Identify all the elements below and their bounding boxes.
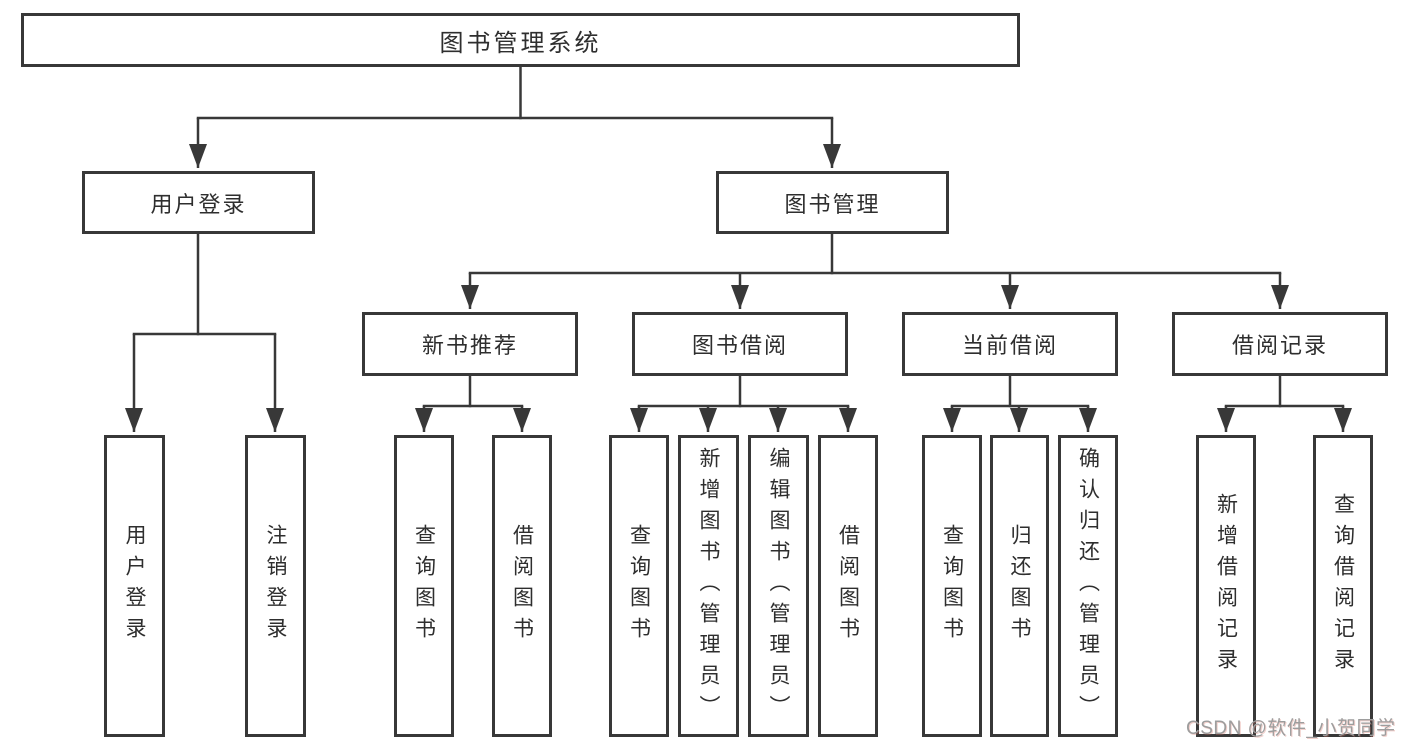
leaf-edit-books-admin: 编辑图书（管理员） <box>748 435 809 737</box>
leaf-label: 用户登录 <box>123 524 146 648</box>
node-label: 新书推荐 <box>421 333 518 358</box>
node-label: 当前借阅 <box>961 333 1058 358</box>
leaf-label: 注销登录 <box>264 524 287 648</box>
leaf-user-login: 用户登录 <box>104 435 165 737</box>
leaf-label: 查询图书 <box>627 524 651 648</box>
leaf-borrow-books-recommend: 借阅图书 <box>492 435 552 737</box>
leaf-query-books-recommend: 查询图书 <box>394 435 454 737</box>
node-label: 图书借阅 <box>691 333 788 358</box>
leaf-add-borrow-record: 新增借阅记录 <box>1196 435 1256 737</box>
leaf-label: 查询借阅记录 <box>1331 493 1355 679</box>
leaf-label: 编辑图书（管理员） <box>767 446 790 726</box>
node-current-borrowing: 当前借阅 <box>902 312 1118 376</box>
leaf-confirm-return-admin: 确认归还（管理员） <box>1058 435 1118 737</box>
node-borrowing-records: 借阅记录 <box>1172 312 1388 376</box>
leaf-query-borrow-record: 查询借阅记录 <box>1313 435 1373 737</box>
leaf-return-books: 归还图书 <box>990 435 1049 737</box>
leaf-label: 借阅图书 <box>836 524 860 648</box>
leaf-label: 归还图书 <box>1008 524 1031 648</box>
node-label: 借阅记录 <box>1231 333 1328 358</box>
node-label: 用户登录 <box>150 191 247 217</box>
node-book-management: 图书管理 <box>716 171 949 234</box>
leaf-add-books-admin: 新增图书（管理员） <box>678 435 739 737</box>
leaf-query-books-borrow: 查询图书 <box>609 435 669 737</box>
node-label: 图书管理系统 <box>439 29 602 57</box>
node-library-management-system: 图书管理系统 <box>21 13 1020 67</box>
node-book-borrowing: 图书借阅 <box>632 312 848 376</box>
leaf-logout: 注销登录 <box>245 435 306 737</box>
leaf-label: 查询图书 <box>412 524 436 648</box>
leaf-label: 查询图书 <box>940 524 964 648</box>
leaf-label: 确认归还（管理员） <box>1076 446 1100 726</box>
leaf-label: 新增借阅记录 <box>1214 493 1238 679</box>
leaf-borrow-books: 借阅图书 <box>818 435 878 737</box>
node-user-login: 用户登录 <box>82 171 315 234</box>
leaf-query-books-current: 查询图书 <box>922 435 982 737</box>
node-new-book-recommendation: 新书推荐 <box>362 312 578 376</box>
leaf-label: 借阅图书 <box>510 524 534 648</box>
node-label: 图书管理 <box>784 191 881 217</box>
leaf-label: 新增图书（管理员） <box>697 446 720 726</box>
csdn-watermark: CSDN @软件_小贺同学 <box>1186 718 1396 739</box>
